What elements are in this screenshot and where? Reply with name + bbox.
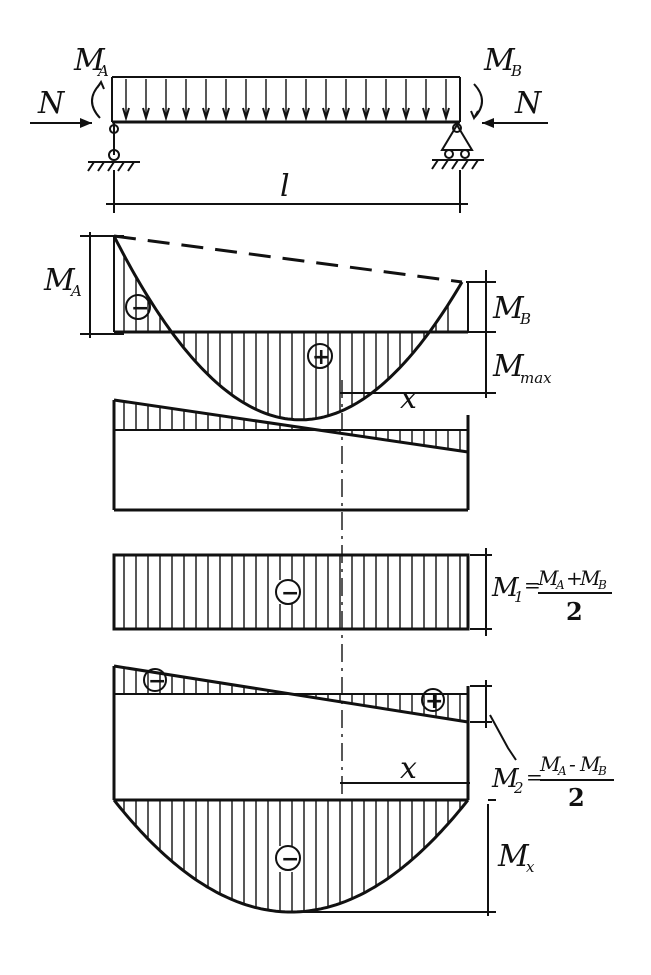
d3-M1-subscript: 1 <box>514 588 524 606</box>
d4-negative-marker <box>143 668 167 692</box>
d3-numerator-MB: M <box>579 566 601 590</box>
uniform-moment-rect <box>112 553 470 631</box>
moment-B-subscript: B <box>510 62 522 80</box>
load-arrowhead <box>162 107 170 122</box>
right-support <box>431 123 484 170</box>
total-moment-curve <box>112 235 464 422</box>
d4-positive-marker <box>421 688 445 712</box>
d4-numerator-MB-subscript: B <box>597 764 607 778</box>
d4-negative-sign: − <box>148 669 166 694</box>
axial-force-left-arrowhead <box>80 118 92 128</box>
antisymmetric-moment-diagram: − + x M 2 = M A - M B 2 <box>112 664 614 812</box>
load-arrowhead <box>222 107 230 122</box>
moment-B-arrowhead <box>470 110 479 121</box>
d3-negative-marker <box>275 579 301 605</box>
linear-moment-hatching <box>123 401 461 451</box>
load-arrowhead <box>442 107 450 122</box>
moment-A-label: M <box>73 43 106 78</box>
antisymmetric-moment-hatching <box>123 667 461 721</box>
d1-x-label: x <box>400 381 417 416</box>
d1-MB-subscript: B <box>519 310 531 328</box>
axial-force-right-label: N <box>514 86 543 121</box>
axial-force-right-arrowhead <box>482 118 494 128</box>
parabolic-moment-hatching <box>123 800 461 912</box>
moment-A-subscript: A <box>96 62 109 80</box>
d3-numerator-MA-subscript: A <box>555 578 565 592</box>
d3-M1-label: M <box>491 573 520 603</box>
d1-negative-marker <box>125 294 151 320</box>
d4-numerator-MA: M <box>539 752 561 776</box>
d5-Mx-label: M <box>497 839 530 874</box>
uniform-moment-hatching <box>123 556 461 628</box>
d1-Mmax-label: M <box>492 349 525 384</box>
d4-numerator-op: - <box>569 752 576 776</box>
d4-numerator-MB: M <box>579 752 601 776</box>
load-arrowhead <box>302 107 310 122</box>
load-arrowhead <box>142 107 150 122</box>
d1-positive-marker <box>307 343 333 369</box>
linear-moment-line <box>113 398 469 454</box>
load-arrowhead <box>182 107 190 122</box>
d4-numerator-MA-subscript: A <box>557 764 567 778</box>
d1-positive-sign: + <box>312 345 330 370</box>
load-arrowhead <box>322 107 330 122</box>
d3-numerator-MB-subscript: B <box>597 578 607 592</box>
load-arrowhead <box>202 107 210 122</box>
d4-M2-subscript: 2 <box>513 779 524 797</box>
moment-B-label: M <box>483 43 516 78</box>
moment-A-arrowhead <box>96 79 105 90</box>
d5-Mx-subscript: x <box>526 858 535 876</box>
d5-negative-sign: − <box>281 847 299 872</box>
parabolic-moment-diagram: − M x <box>112 799 535 916</box>
d4-denominator: 2 <box>568 783 585 812</box>
closing-line <box>113 234 463 284</box>
linear-moment-diagram <box>112 398 470 512</box>
d1-MB-label: M <box>492 291 525 326</box>
d1-Mmax-subscript: max <box>520 369 552 387</box>
d3-numerator-MA: M <box>537 566 559 590</box>
d4-positive-sign: + <box>425 689 443 714</box>
uniform-moment-diagram: − M 1 = M A + M B 2 <box>112 548 612 636</box>
d3-equals: = <box>524 573 541 597</box>
moment-A-arc <box>91 83 101 119</box>
d1-negative-sign: − <box>131 296 149 321</box>
load-arrowhead <box>382 107 390 122</box>
d4-x-label: x <box>400 751 417 786</box>
d4-M2-label: M <box>491 764 520 794</box>
load-arrowhead <box>242 107 250 122</box>
d1-MA-label: M <box>43 263 76 298</box>
load-arrowhead <box>342 107 350 122</box>
d3-denominator: 2 <box>566 597 583 626</box>
axial-force-left-label: N <box>37 86 66 121</box>
load-arrows <box>122 79 450 122</box>
d5-negative-marker <box>275 845 301 871</box>
span-label: l <box>280 169 290 204</box>
load-arrowhead <box>282 107 290 122</box>
beam-load-scheme: M A M B N N l <box>30 43 548 213</box>
d1-MA-subscript: A <box>69 282 82 300</box>
load-arrowhead <box>402 107 410 122</box>
left-support <box>87 122 140 172</box>
load-arrowhead <box>262 107 270 122</box>
load-arrowhead <box>362 107 370 122</box>
d4-equals: = <box>526 765 543 789</box>
d3-negative-sign: − <box>281 581 299 606</box>
d4-leader <box>489 714 517 761</box>
d3-numerator-op: + <box>566 566 583 590</box>
total-moment-diagram: − + M A M B M max x <box>43 232 552 422</box>
load-arrowhead <box>422 107 430 122</box>
load-arrowhead <box>122 107 130 122</box>
